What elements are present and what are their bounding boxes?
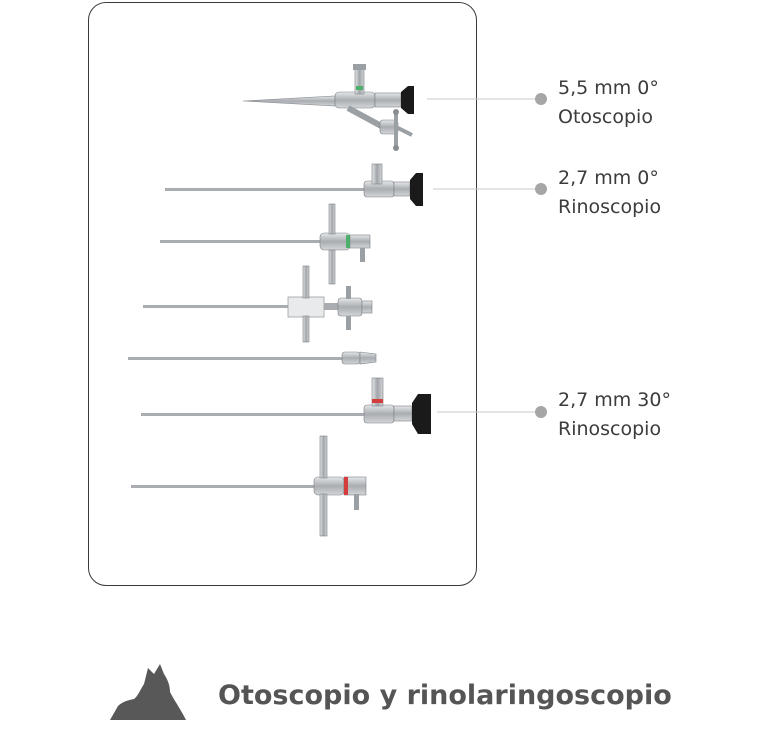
otoscope-5-5mm [242,64,414,151]
leader-line-3 [437,406,547,418]
obturator [128,351,377,365]
label-size: 5,5 mm 0° [558,77,659,99]
label-size: 2,7 mm 0° [558,167,659,189]
page-title: Otoscopio y rinolaringoscopio [218,680,672,711]
label-name: Rinoscopio [558,418,662,440]
label-rhinoscope-30: 2,7 mm 30° Rinoscopio [558,386,671,444]
label-name: Rinoscopio [558,196,662,218]
rhinoscope-2-7mm-0deg [165,163,423,206]
label-name: Otoscopio [558,106,653,128]
rhinoscope-2-7mm-30deg [141,377,431,434]
operating-sheath-3 [131,435,367,537]
dog-head-icon [110,664,186,720]
operating-sheath-2 [143,265,373,343]
label-otoscope: 5,5 mm 0° Otoscopio [558,74,659,132]
label-size: 2,7 mm 30° [558,389,671,411]
operating-sheath-1 [160,203,371,285]
leader-line-1 [427,93,547,105]
label-rhinoscope-0: 2,7 mm 0° Rinoscopio [558,164,661,222]
leader-line-2 [433,183,547,195]
